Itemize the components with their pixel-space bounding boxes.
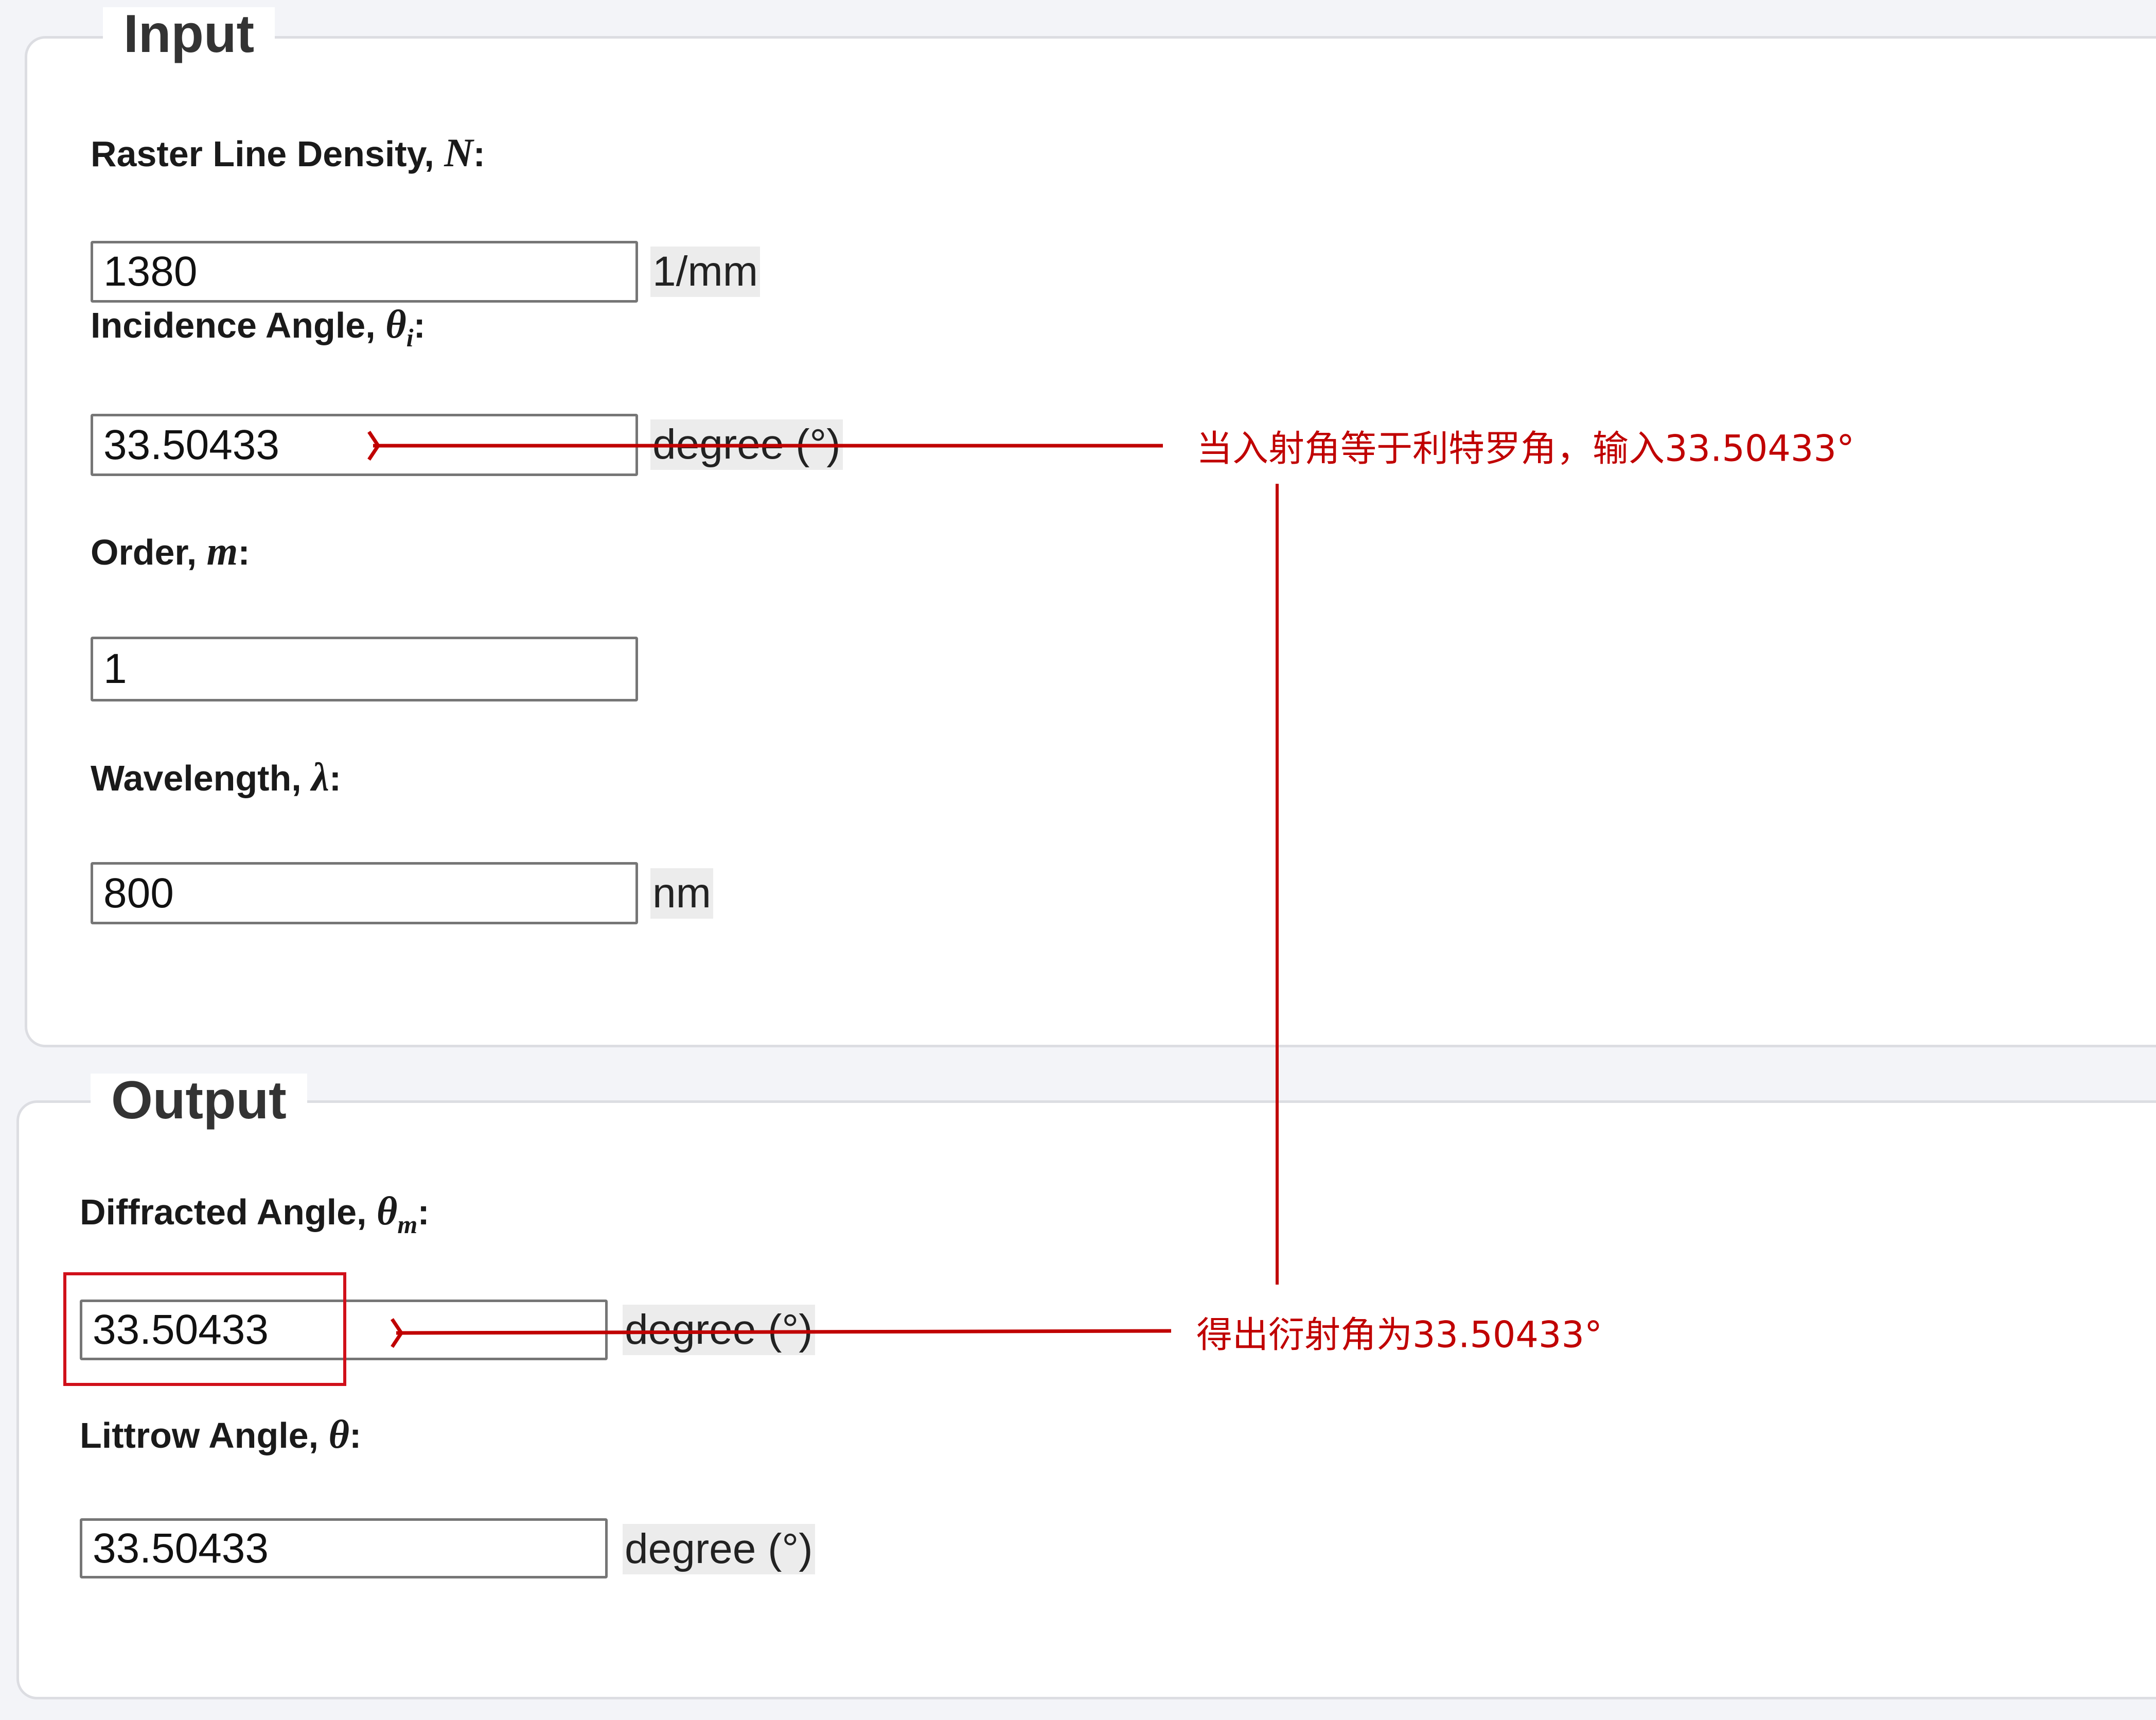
incidence-angle-unit: degree (°): [650, 419, 843, 470]
incidence-annotation: 当入射角等于利特罗角，输入33.50433°: [1196, 427, 1855, 470]
incidence-angle-input[interactable]: 33.50433: [91, 414, 638, 476]
raster-line-density-input[interactable]: 1380: [91, 241, 638, 303]
raster-line-density-unit: 1/mm: [650, 247, 760, 297]
raster-line-density-label: Raster Line Density, N:: [91, 130, 485, 175]
incidence-angle-label: Incidence Angle, θi:: [91, 302, 426, 352]
order-input[interactable]: 1: [91, 637, 638, 701]
littrow-angle-unit: degree (°): [623, 1524, 815, 1574]
wavelength-input[interactable]: 800: [91, 862, 638, 924]
output-legend: Output: [91, 1074, 307, 1127]
littrow-angle-output[interactable]: 33.50433: [80, 1518, 608, 1578]
output-fieldset: [16, 1100, 2156, 1699]
wavelength-unit: nm: [650, 868, 713, 919]
input-legend: Input: [103, 7, 275, 61]
highlight-box: [63, 1272, 346, 1386]
diffracted-angle-unit: degree (°): [623, 1305, 815, 1355]
diffracted-angle-label: Diffracted Angle, θm:: [80, 1188, 430, 1239]
littrow-angle-label: Littrow Angle, θ:: [80, 1412, 362, 1456]
result-annotation: 得出衍射角为33.50433°: [1196, 1313, 1603, 1356]
wavelength-label: Wavelength, λ:: [91, 754, 342, 799]
order-label: Order, m:: [91, 529, 250, 573]
